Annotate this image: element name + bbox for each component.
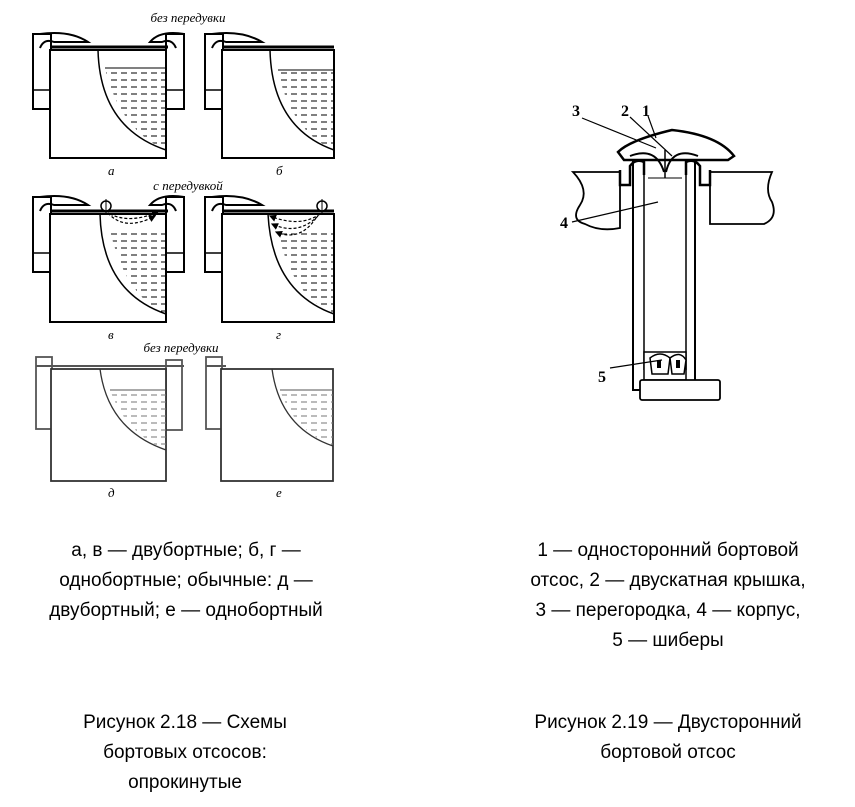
panel-letter-v: в	[108, 327, 114, 342]
row-label-3: без передувки	[143, 340, 219, 355]
row-label-2: с передувкой	[153, 178, 223, 193]
caption-left-line: Рисунок 2.18 — Схемы	[83, 712, 287, 733]
side-exhaust-schemes-figure: без передувки с передувкой без передувки…	[32, 10, 335, 500]
legend-left-line: двубортный; е — однобортный	[49, 600, 323, 621]
part-number-3: 3	[572, 103, 580, 120]
part-number-5: 5	[598, 369, 606, 386]
caption-right-line: Рисунок 2.19 — Двусторонний	[534, 712, 802, 733]
panel-letter-g: г	[276, 327, 281, 342]
panel-d	[35, 356, 184, 482]
figure-caption-2-18: Рисунок 2.18 — Схемы бортовых отсосов: о…	[60, 708, 310, 798]
part-number-1: 1	[642, 103, 650, 120]
figure-caption-2-19: Рисунок 2.19 — Двусторонний бортовой отс…	[488, 708, 848, 768]
double-sided-exhaust-figure: 3 2 1 4 5	[560, 103, 775, 401]
legend-right-line: отсос, 2 — двускатная крышка,	[530, 570, 806, 591]
legend-right-line: 1 — односторонний бортовой	[537, 540, 799, 561]
panel-v	[32, 195, 185, 323]
panel-g	[204, 195, 335, 323]
legend-left-line: однобортные; обычные: д —	[59, 570, 313, 591]
caption-left-line: бортовых отсосов:	[103, 742, 267, 763]
legend-right: 1 — односторонний бортовой отсос, 2 — дв…	[488, 536, 848, 656]
panel-letter-a: а	[108, 163, 115, 178]
panel-b	[204, 32, 335, 159]
legend-right-line: 3 — перегородка, 4 — корпус,	[535, 600, 801, 621]
caption-right-line: бортовой отсос	[600, 742, 736, 763]
legend-left: а, в — двубортные; б, г — однобортные; о…	[0, 536, 372, 626]
legend-left-line: а, в — двубортные; б, г —	[71, 540, 301, 561]
panel-e	[205, 356, 334, 482]
panel-letter-b: б	[276, 163, 283, 178]
legend-right-line: 5 — шиберы	[612, 630, 724, 651]
panel-letter-d: д	[108, 485, 115, 500]
part-number-4: 4	[560, 215, 568, 232]
part-number-2: 2	[621, 103, 629, 120]
panel-letter-e: е	[276, 485, 282, 500]
panel-a	[32, 32, 185, 159]
caption-left-line: опрокинутые	[128, 772, 242, 793]
row-label-1: без передувки	[150, 10, 226, 25]
